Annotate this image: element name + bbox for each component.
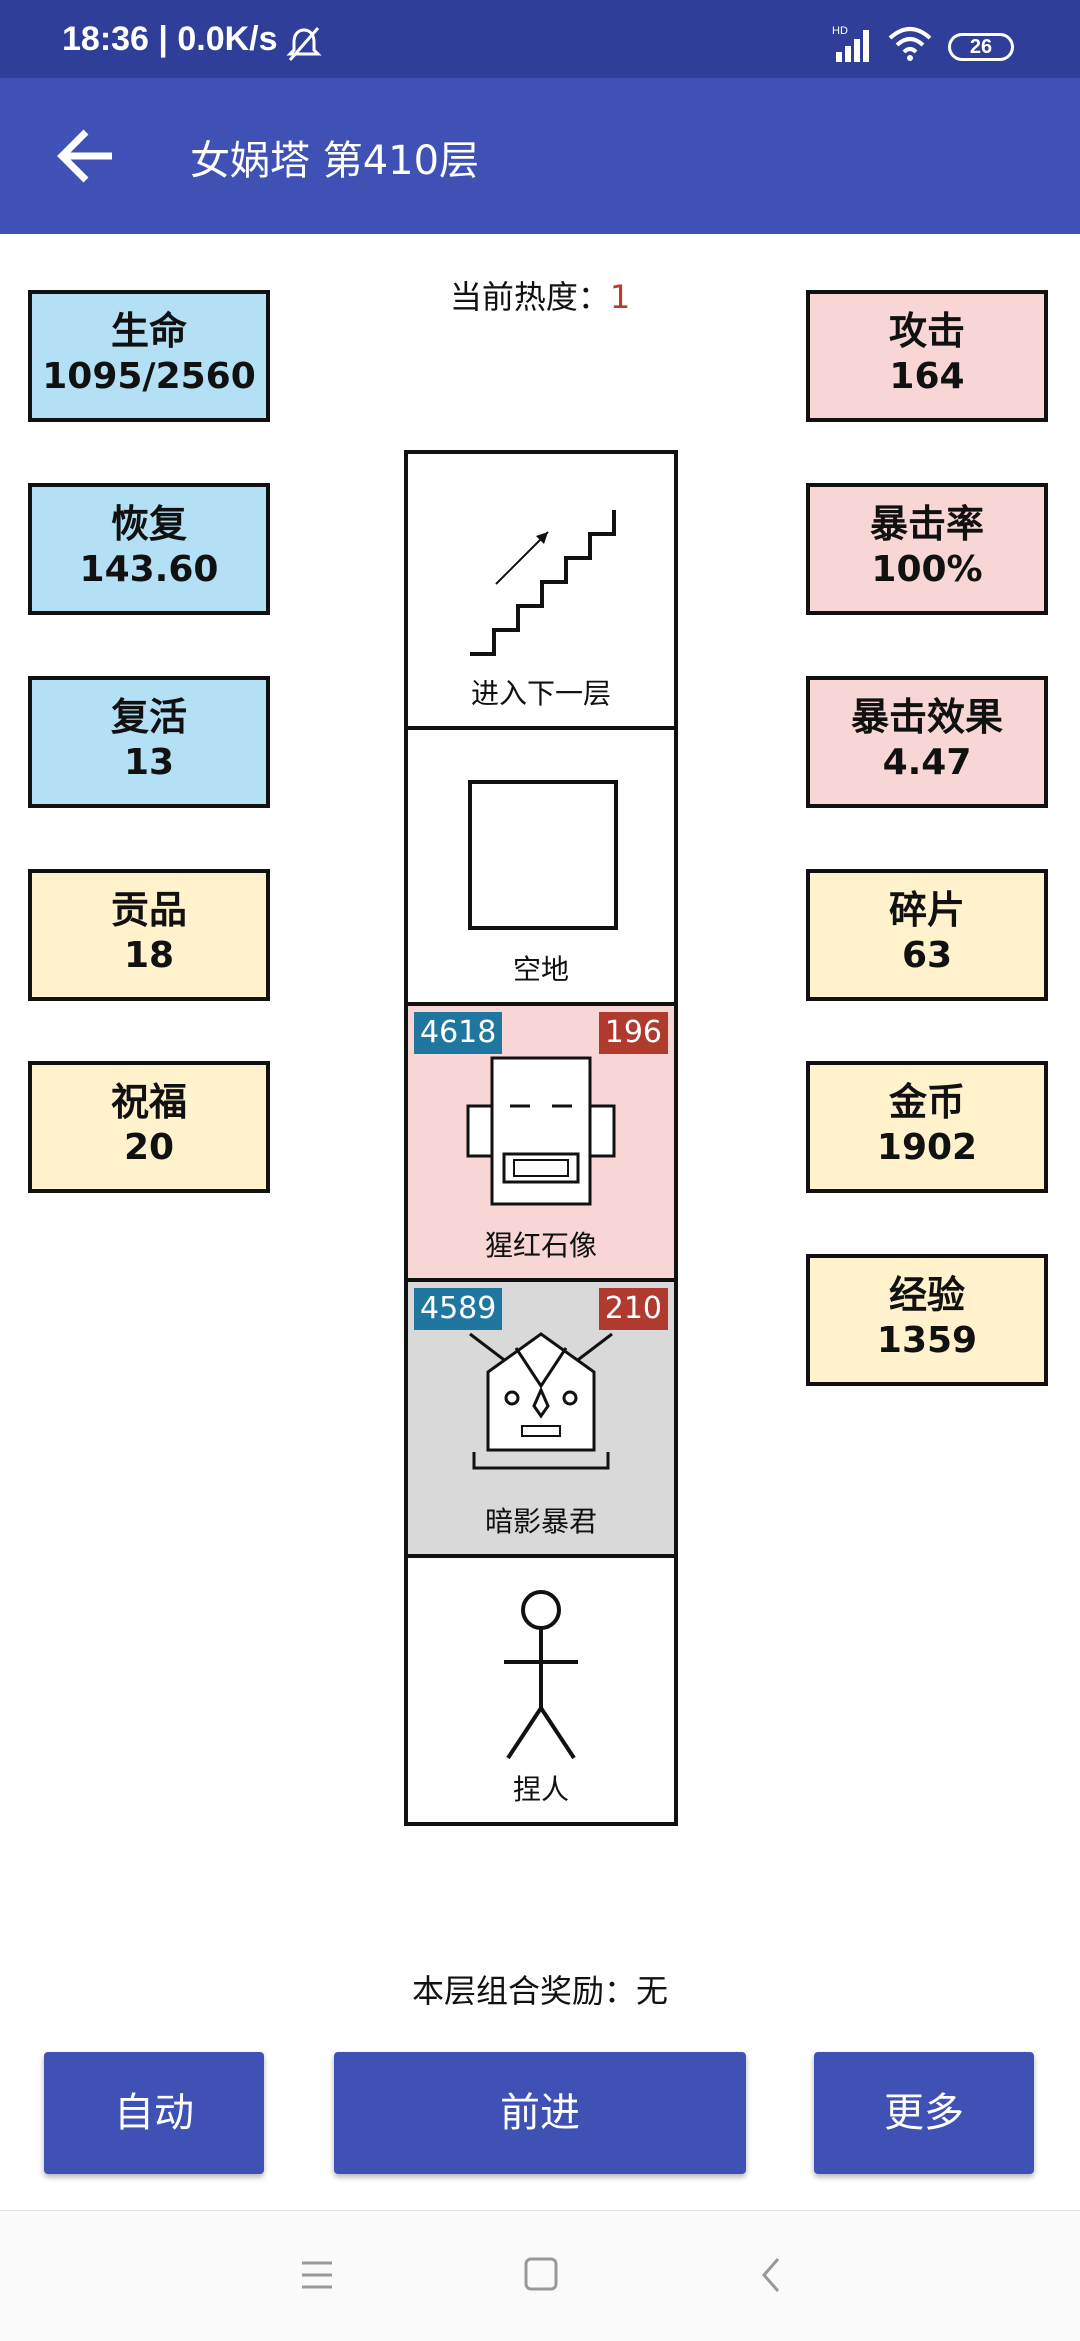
cell-label: 暗影暴君 [484,1505,597,1538]
monster-hp-badge: 4618 [414,1012,503,1054]
stat-crit-rate: 暴击率 100% [806,483,1048,615]
cell-label: 空地 [512,953,569,986]
stat-value: 13 [123,742,175,783]
stat-gold: 金币 1902 [806,1061,1048,1193]
stat-tribute: 贡品 18 [28,869,270,1001]
stat-name: 生命 [110,309,187,353]
stat-name: 复活 [110,695,187,739]
stat-name: 暴击效果 [850,695,1003,739]
app-bar: 女娲塔 第410层 [0,78,1080,234]
forward-button[interactable]: 前进 [334,2052,746,2174]
tower-cell-monster-crimson-statue[interactable]: 4618 196 猩红石像 [408,1006,674,1282]
stat-name: 攻击 [888,309,965,353]
stat-name: 碎片 [888,888,965,932]
battery-level: 26 [969,36,993,58]
shadow-tyrant-icon [469,1332,613,1470]
status-bar: 18:36 | 0.0K/s HD 26 [0,0,1080,78]
stat-value: 1902 [876,1127,978,1168]
monster-attack-badge: 196 [598,1012,668,1054]
battery-icon: 26 [948,33,1014,61]
stat-value: 1359 [876,1320,978,1361]
back-chevron-icon[interactable] [752,2255,790,2295]
status-time: 18:36 | 0.0K/s [62,20,278,58]
stat-life: 生命 1095/2560 [28,290,270,422]
cell-label: 进入下一层 [470,677,611,710]
heat-value: 1 [609,278,631,316]
stat-value: 63 [901,935,953,976]
stat-name: 经验 [888,1273,965,1317]
stone-statue-icon [466,1056,616,1206]
stat-crit-effect: 暴击效果 4.47 [806,676,1048,808]
home-square-icon[interactable] [522,2255,560,2295]
stat-value: 4.47 [882,742,972,783]
heat-label: 当前热度： [449,278,610,316]
cell-label: 猩红石像 [484,1229,597,1262]
tower-cell-empty[interactable]: 空地 [408,730,674,1006]
stat-value: 1095/2560 [42,356,256,397]
page-title: 女娲塔 第410层 [190,138,480,184]
stat-shards: 碎片 63 [806,869,1048,1001]
auto-button[interactable]: 自动 [44,2052,264,2174]
stat-name: 贡品 [110,888,187,932]
combo-reward: 本层组合奖励：无 [411,1972,668,2010]
stat-name: 金币 [888,1080,965,1124]
signal-icon: HD [832,25,869,62]
stat-revive: 复活 13 [28,676,270,808]
mute-bell-icon [286,27,322,61]
stat-blessing: 祝福 20 [28,1061,270,1193]
cell-label: 捏人 [512,1773,569,1806]
system-nav-bar [0,2210,1080,2341]
back-arrow-icon[interactable] [52,120,124,192]
stat-value: 20 [123,1127,175,1168]
tower-cell-monster-shadow-tyrant[interactable]: 4589 210 暗影暴君 [408,1282,674,1558]
stat-value: 164 [889,356,965,397]
stat-name: 祝福 [110,1080,187,1124]
stick-figure-icon [504,1590,578,1760]
tower-cell-stairs[interactable]: 进入下一层 [408,454,674,730]
stat-value: 100% [871,549,983,590]
monster-attack-badge: 210 [598,1288,668,1330]
tower-column: 进入下一层 空地 4618 196 猩红石像 [404,450,678,1826]
stat-attack: 攻击 164 [806,290,1048,422]
empty-square-icon [468,780,618,930]
stat-regen: 恢复 143.60 [28,483,270,615]
menu-icon[interactable] [298,2255,336,2295]
stat-name: 恢复 [110,502,187,546]
svg-text:HD: HD [832,25,848,37]
stat-exp: 经验 1359 [806,1254,1048,1386]
stairs-icon [470,510,616,656]
wifi-icon [888,27,932,61]
heat-indicator: 当前热度：1 [0,272,1080,318]
stat-value: 143.60 [79,549,219,590]
tower-cell-player[interactable]: 捏人 [408,1558,674,1822]
monster-hp-badge: 4589 [414,1288,503,1330]
more-button[interactable]: 更多 [814,2052,1034,2174]
stat-value: 18 [123,935,175,976]
stat-name: 暴击率 [869,502,984,546]
